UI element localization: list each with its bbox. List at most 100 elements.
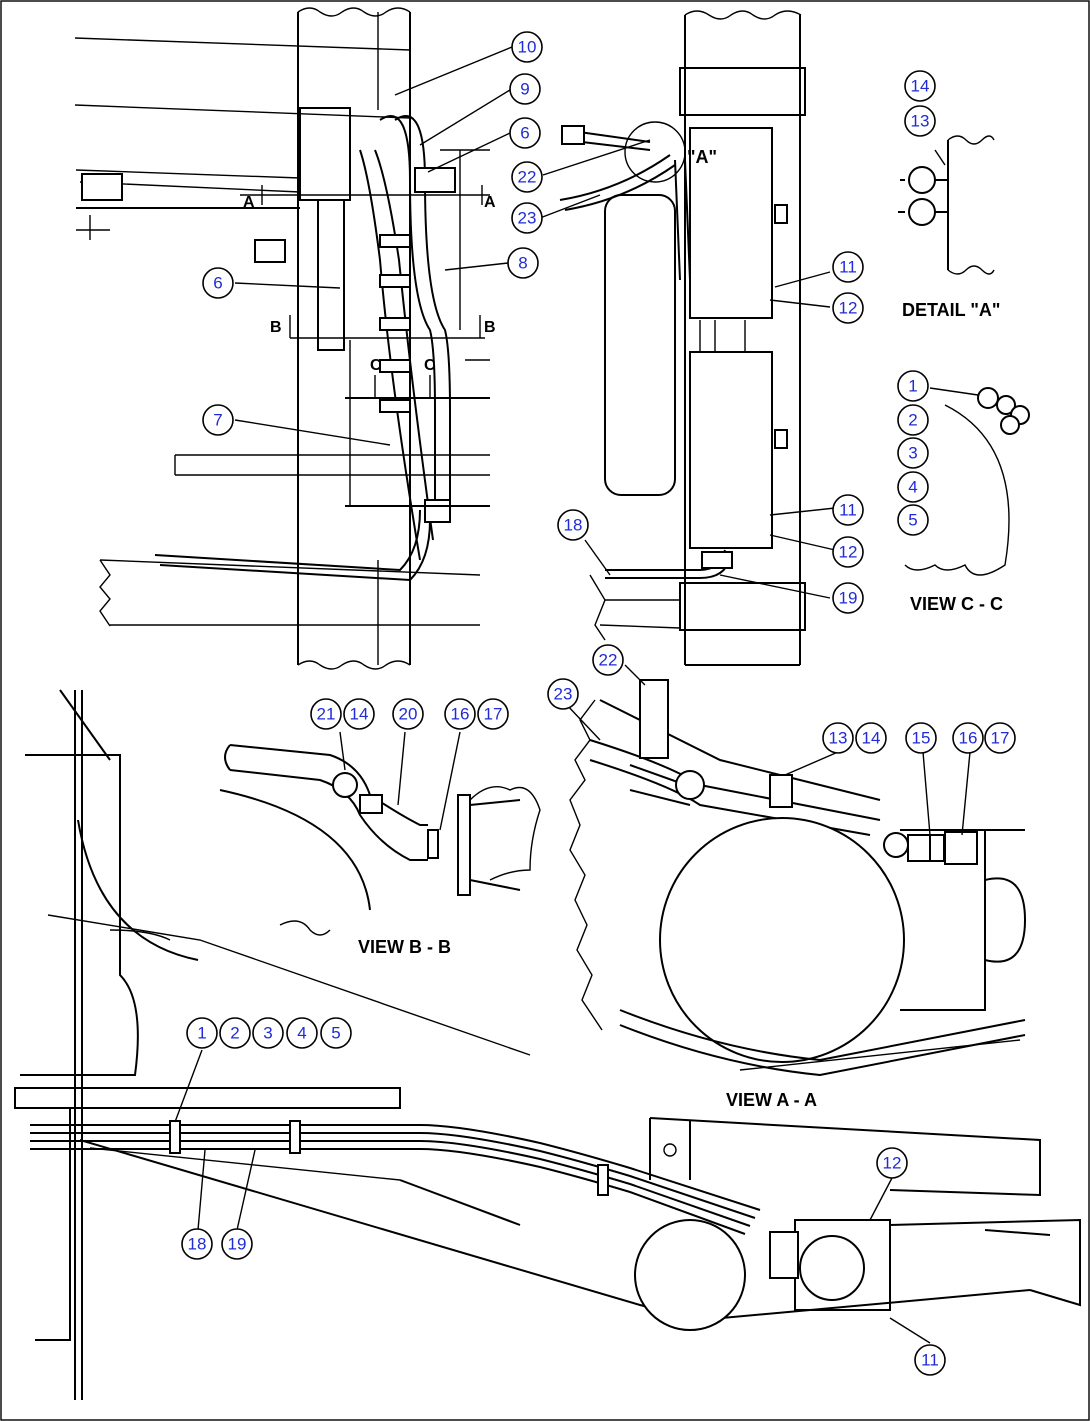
section-a-right: A — [484, 194, 496, 211]
top-middle-view — [539, 10, 836, 666]
callout-17: 17 — [477, 698, 509, 730]
svg-text:22: 22 — [518, 168, 537, 187]
svg-text:13: 13 — [911, 112, 930, 131]
svg-text:17: 17 — [991, 729, 1010, 748]
svg-text:14: 14 — [350, 705, 369, 724]
svg-text:1: 1 — [908, 377, 917, 396]
view-bb-caption: VIEW B - B — [358, 937, 451, 957]
svg-text:5: 5 — [908, 511, 917, 530]
callout-13: 13 — [904, 105, 936, 137]
callout-9: 9 — [509, 73, 541, 105]
detail-a-marker: "A" — [687, 147, 717, 167]
svg-text:5: 5 — [331, 1024, 340, 1043]
svg-text:16: 16 — [451, 705, 470, 724]
callout-22: 22 — [592, 644, 624, 676]
svg-text:20: 20 — [399, 705, 418, 724]
view-aa — [564, 664, 1027, 1077]
callout-7: 7 — [202, 404, 234, 436]
callout-18: 18 — [557, 509, 589, 541]
svg-text:17: 17 — [484, 705, 503, 724]
section-a-left: A — [243, 194, 255, 211]
callout-8: 8 — [507, 247, 539, 279]
callout-14: 14 — [904, 70, 936, 102]
svg-text:1: 1 — [197, 1024, 206, 1043]
callout-5: 5 — [897, 504, 929, 536]
callout-16: 16 — [952, 722, 984, 754]
svg-text:4: 4 — [297, 1024, 306, 1043]
callout-21: 21 — [310, 698, 342, 730]
section-b-right: B — [484, 319, 496, 336]
svg-text:22: 22 — [599, 651, 618, 670]
callout-23: 23 — [547, 678, 579, 710]
callout-4: 4 — [286, 1017, 318, 1049]
view-bb — [219, 731, 541, 936]
callout-18: 18 — [181, 1228, 213, 1260]
callout-15: 15 — [905, 722, 937, 754]
top-left-view — [74, 7, 513, 670]
callout-20: 20 — [392, 698, 424, 730]
section-c-right: C — [424, 357, 436, 374]
callout-17: 17 — [984, 722, 1016, 754]
svg-text:3: 3 — [263, 1024, 272, 1043]
svg-text:19: 19 — [839, 589, 858, 608]
callout-4: 4 — [897, 471, 929, 503]
svg-text:12: 12 — [839, 543, 858, 562]
callout-2: 2 — [897, 404, 929, 436]
section-b-left: B — [270, 319, 282, 336]
callout-12: 12 — [876, 1147, 908, 1179]
callout-3: 3 — [897, 437, 929, 469]
callout-19: 19 — [832, 582, 864, 614]
svg-text:16: 16 — [959, 729, 978, 748]
svg-text:23: 23 — [554, 685, 573, 704]
svg-text:12: 12 — [883, 1154, 902, 1173]
callout-12: 12 — [832, 536, 864, 568]
view-aa-caption: VIEW A - A — [726, 1090, 817, 1110]
svg-text:11: 11 — [921, 1351, 939, 1370]
svg-text:19: 19 — [228, 1235, 247, 1254]
callout-14: 14 — [343, 698, 375, 730]
svg-text:11: 11 — [839, 258, 857, 277]
svg-text:6: 6 — [520, 124, 529, 143]
callout-16: 16 — [444, 698, 476, 730]
callout-3: 3 — [252, 1017, 284, 1049]
svg-text:14: 14 — [911, 77, 930, 96]
callout-22: 22 — [511, 161, 543, 193]
svg-text:18: 18 — [188, 1235, 207, 1254]
callout-2: 2 — [219, 1017, 251, 1049]
callout-13: 13 — [822, 722, 854, 754]
detail-a-view — [898, 135, 995, 275]
callout-11: 11 — [832, 494, 864, 526]
svg-text:4: 4 — [908, 478, 917, 497]
view-cc-caption: VIEW C - C — [910, 594, 1003, 614]
lower-assembly — [14, 689, 1081, 1400]
callout-1: 1 — [186, 1017, 218, 1049]
svg-text:18: 18 — [564, 516, 583, 535]
callout-6: 6 — [509, 117, 541, 149]
svg-text:21: 21 — [317, 705, 336, 724]
svg-text:3: 3 — [908, 444, 917, 463]
view-cc — [904, 387, 1030, 576]
callout-1: 1 — [897, 370, 929, 402]
svg-text:13: 13 — [829, 729, 848, 748]
svg-text:2: 2 — [908, 411, 917, 430]
svg-text:8: 8 — [518, 254, 527, 273]
svg-text:12: 12 — [839, 299, 858, 318]
svg-text:11: 11 — [839, 501, 857, 520]
callout-19: 19 — [221, 1228, 253, 1260]
svg-text:9: 9 — [520, 80, 529, 99]
detail-a-caption: DETAIL "A" — [902, 300, 1000, 320]
svg-text:14: 14 — [862, 729, 881, 748]
svg-text:2: 2 — [230, 1024, 239, 1043]
callout-10: 10 — [511, 31, 543, 63]
svg-text:6: 6 — [213, 274, 222, 293]
svg-text:15: 15 — [912, 729, 931, 748]
svg-text:10: 10 — [518, 38, 537, 57]
callout-6: 6 — [202, 267, 234, 299]
callout-12: 12 — [832, 292, 864, 324]
svg-text:23: 23 — [518, 209, 537, 228]
callout-14: 14 — [855, 722, 887, 754]
svg-text:7: 7 — [213, 411, 222, 430]
